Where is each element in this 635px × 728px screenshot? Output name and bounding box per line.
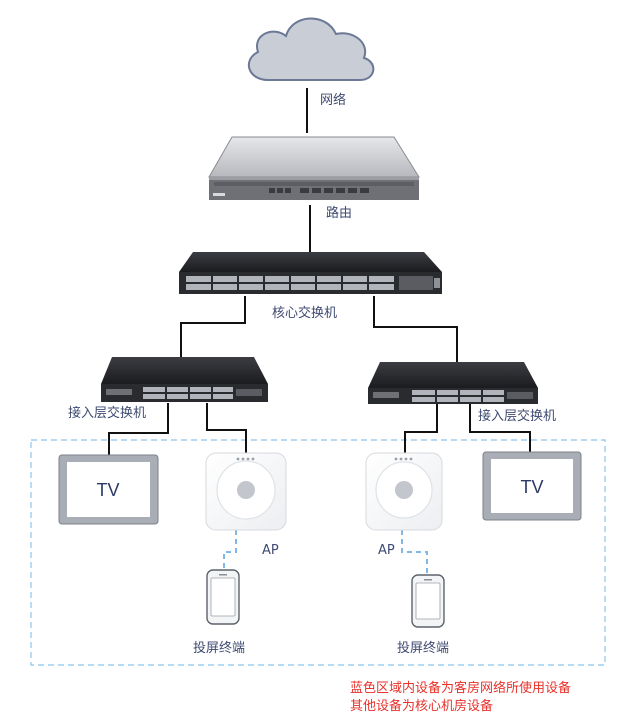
router-label: 路由 — [326, 205, 352, 221]
link-access-left-ap — [206, 403, 247, 453]
link-access-right-ap — [404, 403, 438, 453]
link-core-access-left — [180, 296, 246, 357]
terminal-right-label: 投屏终端 — [397, 640, 449, 656]
legend-note-line-1: 蓝色区域内设备为客房网络所使用设备 — [350, 681, 572, 696]
tv-left-icon — [58, 454, 159, 525]
link-access-left-tv — [108, 403, 169, 455]
legend-note-line-2: 其他设备为核心机房设备 — [350, 699, 494, 714]
wireless-link-left — [223, 530, 237, 570]
tv-right-icon — [482, 451, 582, 521]
link-access-right-tv — [469, 403, 531, 452]
terminal-left-phone-icon — [206, 569, 240, 625]
access-switch-right-icon — [368, 362, 538, 404]
ap-right-icon — [365, 452, 443, 531]
guest-network-zone — [30, 439, 606, 666]
ap-right-label: AP — [378, 543, 395, 558]
core-switch-label: 核心交换机 — [272, 305, 337, 321]
ap-left-icon — [205, 452, 287, 531]
internet-cloud-icon — [247, 17, 375, 81]
ap-left-label: AP — [262, 543, 279, 558]
core-switch-icon — [179, 252, 442, 294]
terminal-right-phone-icon — [411, 574, 445, 628]
tv-left-label: TV — [96, 480, 119, 500]
internet-label: 网络 — [320, 92, 346, 108]
wireless-link-right — [401, 530, 428, 575]
tv-right-label: TV — [520, 477, 543, 497]
wireless-links — [223, 530, 428, 575]
access-switch-left-label: 接入层交换机 — [68, 405, 146, 421]
terminal-left-label: 投屏终端 — [193, 640, 245, 656]
link-core-access-right — [373, 296, 458, 362]
router-icon — [208, 136, 420, 200]
wired-links — [108, 88, 531, 455]
access-switch-left-icon — [101, 357, 268, 402]
access-switch-right-label: 接入层交换机 — [478, 408, 556, 424]
